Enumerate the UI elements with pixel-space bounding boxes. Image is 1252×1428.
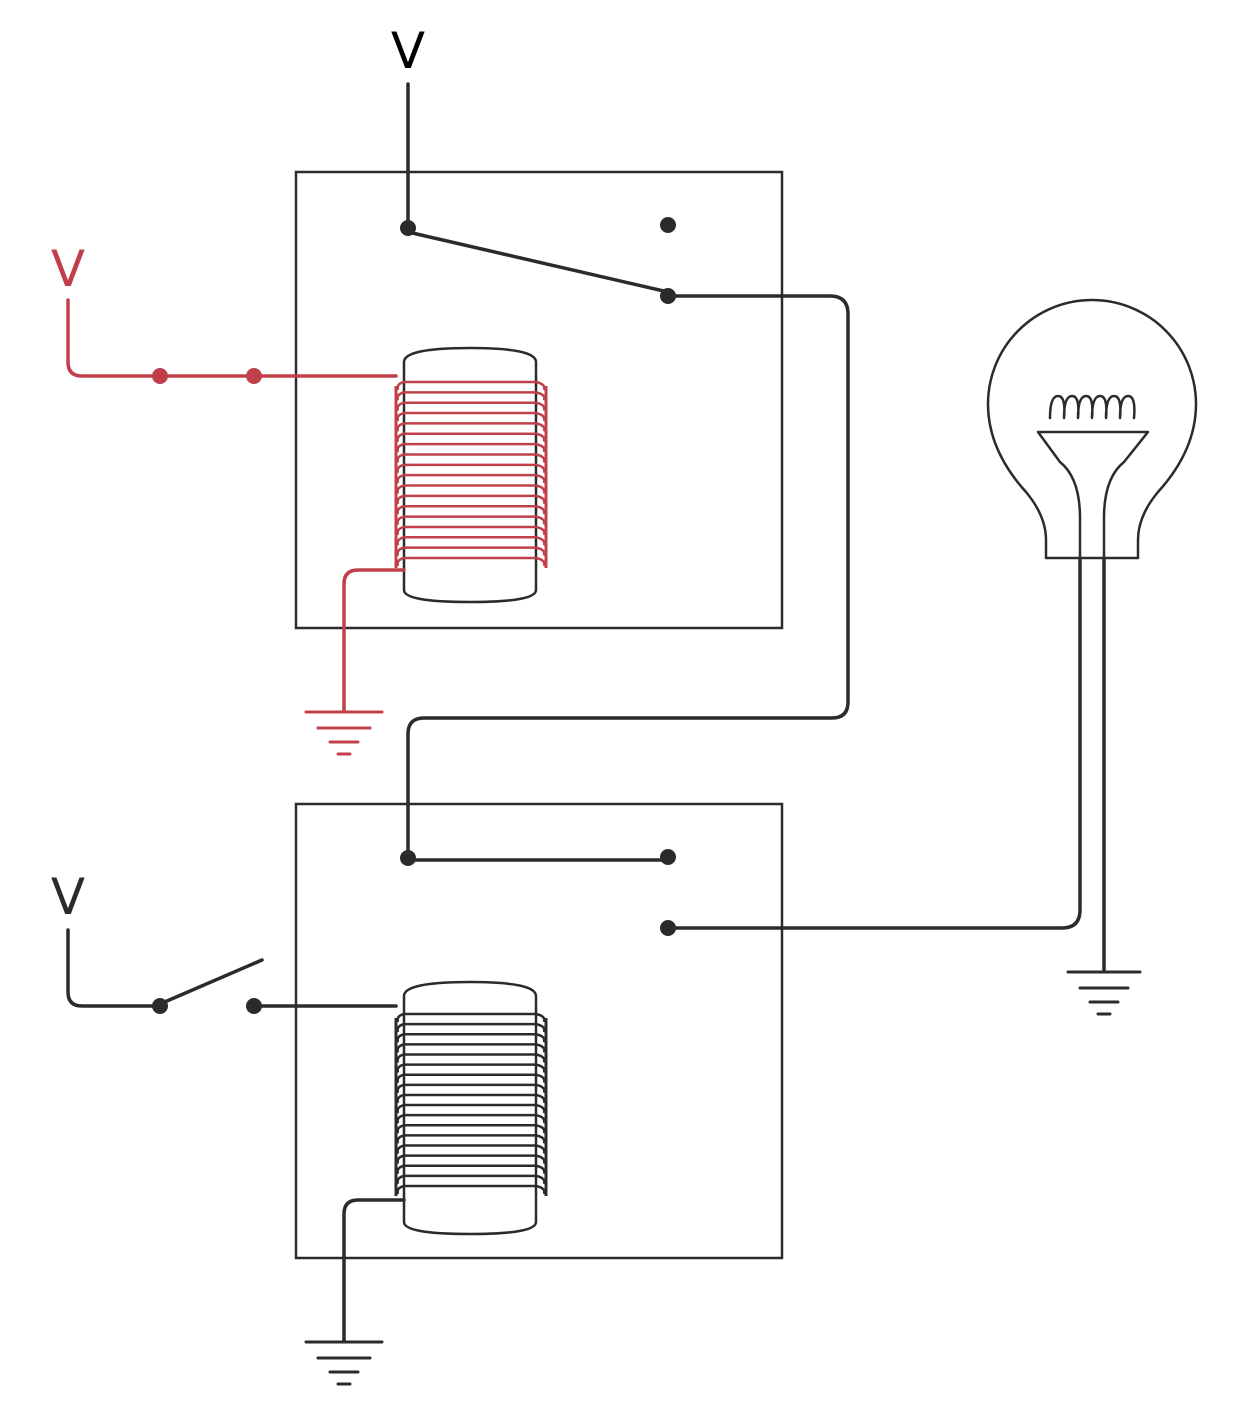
upper-coil-winding xyxy=(396,380,546,391)
lower-coil-winding xyxy=(396,1043,546,1053)
lower-coil-winding xyxy=(396,1113,546,1124)
lower-coil-winding xyxy=(396,1124,546,1134)
ground-icon-lower xyxy=(304,1340,384,1386)
lower-coil-windings xyxy=(394,1012,548,1196)
lamp-feed-wire xyxy=(670,558,1082,930)
bulb-filament-support xyxy=(1036,430,1150,562)
supply-label-lower-left: V xyxy=(51,868,85,926)
upper-coil-winding xyxy=(396,473,546,484)
upper-input-wire xyxy=(66,298,398,378)
upper-coil-winding xyxy=(396,484,546,494)
upper-coil-winding xyxy=(396,453,546,463)
upper-relay-armature xyxy=(406,230,670,294)
lower-switch-blade xyxy=(158,958,264,1006)
supply-label-upper-left: V xyxy=(51,240,85,298)
lower-relay-contacts xyxy=(400,849,676,936)
upper-coil-winding xyxy=(396,556,546,567)
lower-coil-winding xyxy=(396,1134,546,1144)
lower-relay-common-terminal xyxy=(400,850,416,866)
upper-coil-winding xyxy=(396,422,546,432)
bulb-filament-coil xyxy=(1048,394,1136,420)
lower-coil-winding xyxy=(396,1174,546,1185)
upper-coil-winding xyxy=(396,432,546,443)
upper-coil-ground-wire xyxy=(342,568,406,712)
lower-coil-winding xyxy=(396,1063,546,1073)
lower-coil-winding xyxy=(396,1164,546,1175)
upper-coil-winding xyxy=(396,546,546,557)
light-bulb-icon xyxy=(986,298,1198,562)
upper-coil-windings xyxy=(394,380,548,568)
ground-icon-upper xyxy=(304,710,384,756)
upper-relay-upper-terminal xyxy=(660,217,676,233)
upper-coil-winding xyxy=(396,494,546,505)
lower-coil-winding xyxy=(396,1154,546,1165)
upper-relay-coil xyxy=(394,346,548,604)
upper-coil-winding xyxy=(396,463,546,474)
lower-coil-winding xyxy=(396,1022,546,1033)
upper-coil-winding xyxy=(396,411,546,422)
lower-relay-housing xyxy=(294,802,784,1260)
lower-coil-ground-wire xyxy=(342,1198,406,1342)
upper-coil-winding xyxy=(396,442,546,453)
lower-coil-winding xyxy=(396,1184,546,1195)
upper-coil-winding xyxy=(396,391,546,401)
ground-icon-lamp xyxy=(1066,970,1142,1016)
upper-relay-housing xyxy=(294,170,784,630)
lower-relay-coil xyxy=(394,980,548,1236)
lower-relay-upper-terminal xyxy=(660,849,676,865)
lower-coil-winding xyxy=(396,1012,546,1023)
upper-coil-winding xyxy=(396,401,546,412)
upper-coil-winding xyxy=(396,515,546,525)
lower-coil-winding xyxy=(396,1093,546,1104)
upper-switch-terminal-right xyxy=(246,368,262,384)
upper-coil-winding xyxy=(396,536,546,546)
lower-coil-core xyxy=(402,980,538,1236)
lower-coil-winding xyxy=(396,1083,546,1094)
lower-coil-winding xyxy=(396,1073,546,1084)
lower-coil-winding xyxy=(396,1103,546,1114)
lower-input-wire-left xyxy=(66,928,162,1008)
upper-coil-winding xyxy=(396,525,546,536)
supply-label-top: V xyxy=(391,22,425,80)
bulb-glass xyxy=(986,298,1198,560)
lower-relay-lower-terminal xyxy=(660,920,676,936)
relay-interconnect-wire xyxy=(406,294,850,860)
lower-coil-winding xyxy=(396,1144,546,1154)
lower-coil-winding xyxy=(396,1032,546,1043)
lower-coil-winding xyxy=(396,1053,546,1063)
upper-relay-contacts xyxy=(400,217,676,304)
upper-switch-terminal-left xyxy=(152,368,168,384)
upper-coil-winding xyxy=(396,504,546,515)
